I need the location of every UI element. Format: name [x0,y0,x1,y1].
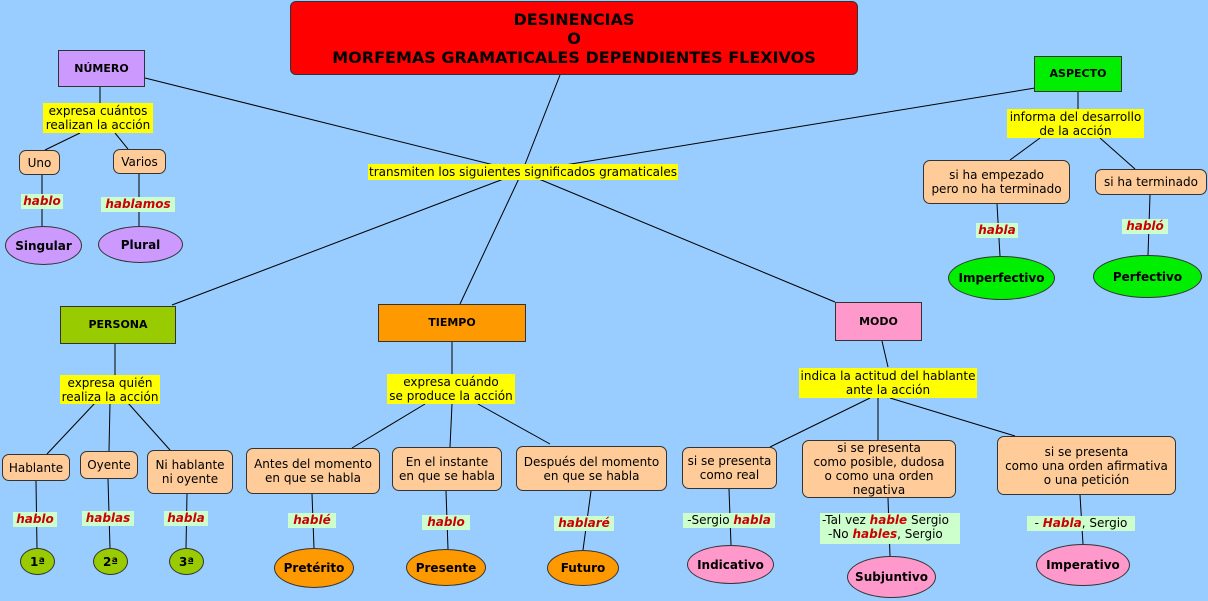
tiempo-example-2: hablo [422,515,470,530]
aspecto-node: ASPECTO [1034,56,1122,92]
aspecto-option-1: si ha empezado pero no ha terminado [923,160,1070,204]
center-label: transmiten los siguientes significados g… [368,164,678,180]
aspecto-example-1: habla [976,223,1018,238]
tiempo-option-antes: Antes del momento en que se habla [246,448,380,494]
persona-link-label: expresa quién realiza la acción [60,375,160,404]
tiempo-result-futuro: Futuro [547,550,619,586]
title-line-1: DESINENCIAS [513,9,635,29]
numero-link-label: expresa cuántos realizan la acción [43,103,153,133]
persona-option-ni-hablante: Ni hablante ni oyente [147,450,233,494]
persona-example-1: hablo [13,512,57,527]
aspecto-example-2: habló [1122,219,1168,234]
main-title: DESINENCIAS O MORFEMAS GRAMATICALES DEPE… [290,1,858,75]
tiempo-option-instante: En el instante en que se habla [392,447,502,491]
modo-result-imperativo: Imperativo [1036,544,1130,586]
modo-option-real: si se presenta como real [682,447,777,489]
modo-link-label: indica la actitud del hablante ante la a… [799,368,977,398]
persona-node: PERSONA [60,306,176,344]
tiempo-result-presente: Presente [406,549,486,586]
persona-result-3: 3ª [169,548,204,575]
tiempo-result-preterito: Pretérito [274,548,354,588]
tiempo-link-label: expresa cuándo se produce la acción [387,374,515,404]
tiempo-option-despues: Después del momento en que se habla [516,446,667,491]
aspecto-result-imperfectivo: Imperfectivo [948,256,1055,300]
numero-example-2: hablamos [101,197,175,212]
tiempo-node: TIEMPO [378,304,526,342]
persona-option-hablante: Hablante [2,454,70,481]
modo-node: MODO [835,302,922,341]
numero-result-singular: Singular [5,226,82,265]
modo-example-1: -Sergio habla [683,513,775,528]
title-line-3: MORFEMAS GRAMATICALES DEPENDIENTES FLEXI… [332,47,816,67]
modo-result-indicativo: Indicativo [687,545,774,584]
numero-option-varios: Varios [113,149,166,174]
modo-example-2: -Tal vez hable Sergio -No hables, Sergio [820,513,960,544]
modo-option-posible: si se presenta como posible, dudosa o co… [802,440,956,498]
aspecto-link-label: informa del desarrollo de la acción [1007,109,1144,138]
numero-example-1: hablo [21,194,63,209]
persona-result-1: 1ª [20,548,55,575]
tiempo-example-3: hablaré [554,516,614,531]
numero-node: NÚMERO [58,50,145,87]
aspecto-option-2: si ha terminado [1095,169,1207,195]
persona-option-oyente: Oyente [80,451,138,479]
numero-option-uno: Uno [19,150,60,175]
title-line-2: O [567,28,581,48]
persona-example-3: habla [164,511,208,526]
tiempo-example-1: hablé [288,513,336,528]
modo-example-3: - Habla, Sergio [1027,516,1135,531]
persona-example-2: hablas [82,511,134,526]
modo-option-orden: si se presenta como una orden afirmativa… [997,436,1176,495]
modo-result-subjuntivo: Subjuntivo [847,556,936,598]
persona-result-2: 2ª [93,548,128,575]
aspecto-result-perfectivo: Perfectivo [1093,255,1202,298]
numero-result-plural: Plural [98,226,183,263]
